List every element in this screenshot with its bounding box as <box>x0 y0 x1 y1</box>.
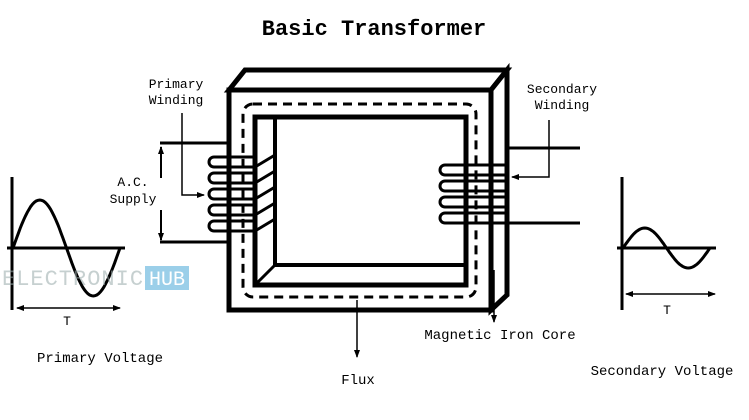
coil-turn <box>207 203 255 217</box>
primary-voltage-label: Primary Voltage <box>37 351 163 367</box>
flux-path <box>241 102 478 299</box>
watermark-logo: ELECTRONICS HUB <box>2 266 189 292</box>
secondary-voltage-label: Secondary Voltage <box>591 364 734 380</box>
coil-turn-back <box>254 169 276 185</box>
coil-turn <box>207 171 255 185</box>
secondary-winding-pointer <box>511 120 550 180</box>
coil-turn <box>207 219 255 233</box>
secondary-period-label: T <box>663 303 671 318</box>
coil-turn-back <box>254 185 276 201</box>
coil-turn <box>207 187 255 201</box>
primary-period-label: T <box>63 314 71 329</box>
primary-winding-pointer <box>181 113 205 198</box>
coil-turn <box>438 163 507 177</box>
secondary-winding-label-2: Winding <box>535 98 590 113</box>
iron-core <box>223 62 513 316</box>
secondary-coil <box>438 146 580 225</box>
secondary-waveform <box>617 177 716 310</box>
flux-label: Flux <box>341 373 375 389</box>
coil-turn-back <box>254 201 276 217</box>
secondary-winding-label-1: Secondary <box>527 82 597 97</box>
primary-winding-label-1: Primary <box>149 77 204 92</box>
coil-turn <box>438 179 507 193</box>
coil-turn <box>438 195 507 209</box>
watermark-hub: HUB <box>149 269 185 292</box>
primary-coil <box>160 141 276 244</box>
coil-turn <box>438 211 507 225</box>
primary-waveform <box>7 177 125 311</box>
coil-turn-back <box>254 153 276 169</box>
core-label: Magnetic Iron Core <box>424 328 575 344</box>
watermark-text: ELECTRONICS <box>2 267 158 292</box>
coil-turn <box>207 155 255 169</box>
diagram-title: Basic Transformer <box>262 17 486 42</box>
coil-turn-back <box>254 217 276 233</box>
ac-supply-label-2: Supply <box>110 192 157 207</box>
ac-supply-label-1: A.C. <box>117 175 148 190</box>
primary-winding-label-2: Winding <box>149 93 204 108</box>
